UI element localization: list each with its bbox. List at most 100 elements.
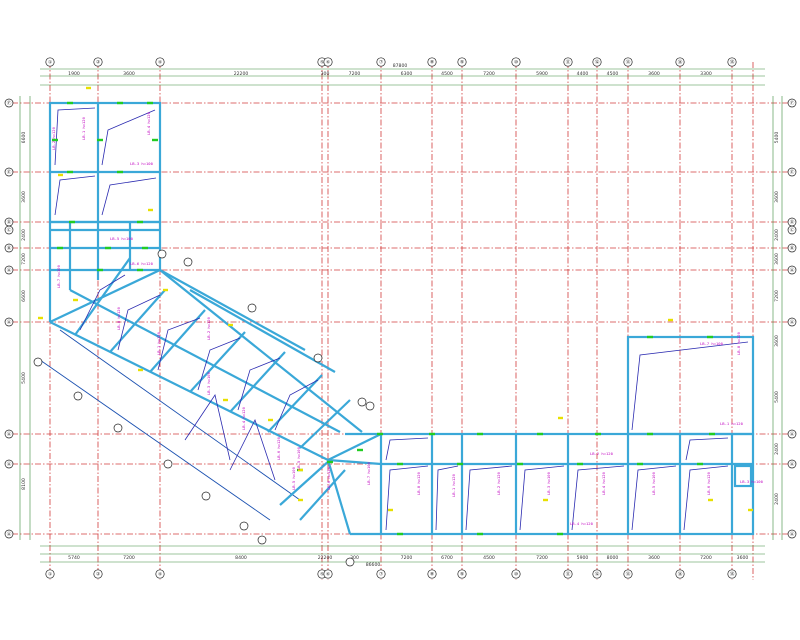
slab-label: LB-4 h=120: [241, 406, 246, 430]
note-marker: [708, 498, 713, 502]
slab-label: LB-8 h=120: [416, 471, 421, 495]
grid-bubble-label: ⑩: [514, 60, 518, 66]
grid-bubble-label: ⑧: [430, 572, 434, 578]
grid-bubble: ⑩: [511, 569, 521, 579]
left-wing-beams: [48, 101, 162, 322]
bottom-dim-label: 3600: [648, 555, 660, 561]
column-marker: [647, 335, 653, 339]
grid-bubble-label: ⑥: [326, 572, 330, 578]
grid-bubble-label: Ⓓ: [7, 219, 12, 226]
bottom-dim-label: 5900: [577, 555, 589, 561]
grid-bubble-label: ⑤: [320, 572, 324, 578]
column-marker: [117, 101, 123, 105]
grid-bubble: Ⓔ: [4, 167, 14, 177]
column-marker: [152, 138, 158, 142]
slab-label: LB-6 h=120: [130, 261, 154, 266]
grid-bubble-label: ⑩: [514, 572, 518, 578]
note-marker: [748, 508, 753, 512]
left-dim-label: 6600: [21, 132, 27, 144]
bottom-dim-label: 300: [350, 555, 359, 561]
bottom-dim-label: 8400: [235, 555, 247, 561]
grid-bubble: ①: [45, 57, 55, 67]
note-marker: [38, 316, 43, 320]
slab-label: LB-2 h=120: [496, 471, 501, 495]
column-marker: [97, 268, 103, 272]
grid-bubble: ⑨: [457, 57, 467, 67]
grid-bubble: ⑪: [563, 57, 573, 67]
grid-bubble: ⑧: [427, 57, 437, 67]
grid-bubble: ⑬: [623, 57, 633, 67]
left-dim-label: 7200: [21, 253, 27, 265]
note-marker: [148, 208, 153, 212]
column-marker: [137, 220, 143, 224]
grid-bubble-label: Ⓐ: [7, 461, 12, 468]
grid-bubble: Ⓐ: [787, 529, 797, 539]
grid-bubble-label: Ⓑ: [790, 245, 795, 252]
bottom-dim-label: 7200: [123, 555, 135, 561]
grid-bubble-label: ②: [96, 572, 100, 578]
grid-bubble-label: ⑮: [730, 571, 735, 578]
grid-bubble: ①: [45, 569, 55, 579]
top-dim-label: 4500: [441, 71, 453, 77]
slab-label: LB-6 h=120: [276, 436, 281, 460]
column-marker: [97, 138, 103, 142]
grid-bubble-label: ⑦: [379, 60, 383, 66]
grid-bubble: Ⓐ: [4, 459, 14, 469]
grid-bubble-label: ④: [158, 572, 162, 578]
column-marker: [557, 532, 563, 536]
right-dim-label: 3600: [774, 191, 780, 203]
note-marker: [73, 298, 78, 302]
right-dim-label: 5400: [774, 132, 780, 144]
grid-bubble-label: ⑬: [626, 59, 631, 66]
overall-bottom-dim: 86600: [366, 562, 381, 568]
left-dim-label: 5400: [21, 372, 27, 384]
column-marker: [67, 170, 73, 174]
note-marker: [228, 323, 233, 327]
slab-label: LB-1 h=120: [81, 116, 86, 140]
slab-label: LB-8 h=120: [736, 331, 741, 355]
grid-bubble: ⑭: [675, 569, 685, 579]
bottom-dim-label: 5740: [68, 555, 80, 561]
top-dim-label: 6300: [401, 71, 413, 77]
top-dim-label: 3600: [123, 71, 135, 77]
bottom-dim-label: 4500: [483, 555, 495, 561]
column-marker: [137, 268, 143, 272]
grid-bubble: Ⓐ: [787, 317, 797, 327]
column-marker: [517, 462, 523, 466]
slab-label: LB-4 h=120: [601, 471, 606, 495]
top-dim-label: 3600: [648, 71, 660, 77]
slab-label: LB-1 h=120: [720, 421, 744, 426]
bottom-dim-label: 22200: [318, 555, 333, 561]
note-marker: [298, 498, 303, 502]
column-marker: [637, 462, 643, 466]
grid-bubble-label: ①: [48, 572, 52, 578]
grid-bubble-label: Ⓕ: [7, 100, 12, 107]
grid-bubble: ⑦: [376, 569, 386, 579]
column-marker: [67, 101, 73, 105]
grid-bubble: Ⓑ: [4, 243, 14, 253]
grid-bubble: Ⓓ: [787, 217, 797, 227]
grid-bubble: ⑪: [563, 569, 573, 579]
grid-bubble-label: Ⓐ: [7, 531, 12, 538]
grid-bubble: Ⓑ: [787, 243, 797, 253]
column-marker: [457, 462, 463, 466]
slab-label: LB-1 h=120: [156, 331, 161, 355]
column-marker: [147, 101, 153, 105]
top-dim-label: 1900: [68, 71, 80, 77]
grid-bubble-label: Ⓔ: [7, 169, 12, 176]
bottom-dim-label: 3600: [737, 555, 749, 561]
column-marker: [397, 532, 403, 536]
grid-bubble: ⑬: [623, 569, 633, 579]
bottom-dim-label: 6700: [441, 555, 453, 561]
column-marker: [697, 462, 703, 466]
grid-bubble-label: Ⓐ: [7, 319, 12, 326]
column-markers: [38, 86, 753, 536]
grid-bubble-label: Ⓔ: [790, 169, 795, 176]
slab-label: LB-1 h=120: [451, 473, 456, 497]
grid-bubble-label: Ⓐ: [790, 431, 795, 438]
note-marker: [223, 398, 228, 402]
